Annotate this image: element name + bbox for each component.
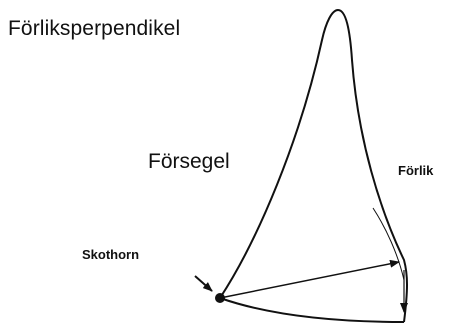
- clew-point: [215, 293, 225, 303]
- sail-label: Försegel: [148, 150, 230, 173]
- luff-perpendicular-arrow: [219, 259, 400, 299]
- diagram-title: Förliksperpendikel: [8, 17, 181, 40]
- clew-pointer-arrow: [194, 275, 213, 292]
- sail-luff-line: [337, 9, 408, 323]
- luff-curve-guide: [372, 207, 405, 281]
- clew-label: Skothorn: [82, 247, 140, 262]
- sail-leech-line: [219, 9, 339, 299]
- sail-foot-line: [219, 297, 405, 323]
- luff-label: Förlik: [398, 163, 434, 178]
